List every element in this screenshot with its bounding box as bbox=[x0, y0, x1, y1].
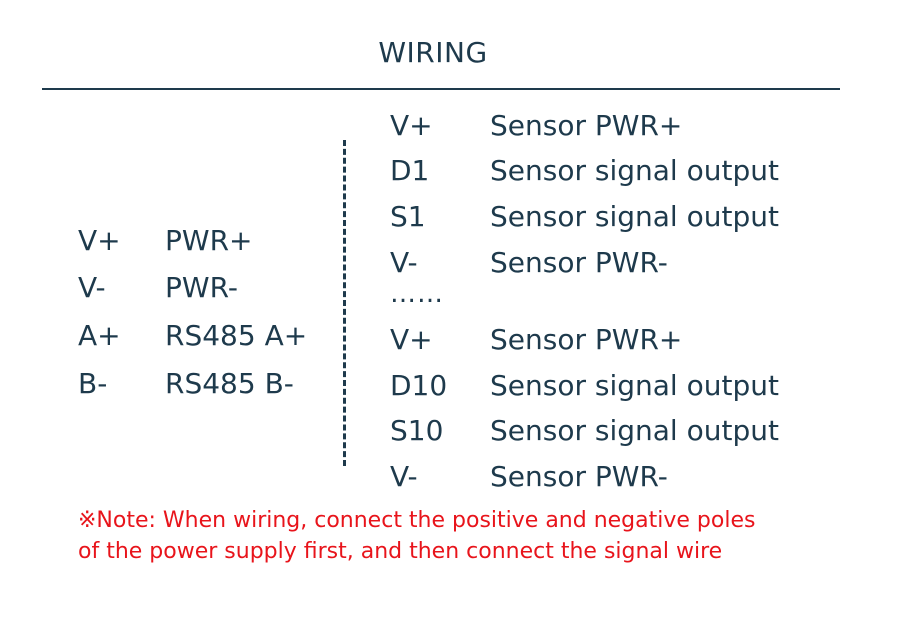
left-description-4: RS485 B- bbox=[165, 367, 294, 400]
left-description-1: PWR+ bbox=[165, 224, 253, 257]
right-terminal-5: V+ bbox=[390, 323, 433, 356]
right-terminal-7: S10 bbox=[390, 414, 444, 447]
left-description-2: PWR- bbox=[165, 271, 238, 304]
right-description-3: Sensor signal output bbox=[490, 200, 779, 233]
left-description-3: RS485 A+ bbox=[165, 319, 308, 352]
page-title: WIRING bbox=[378, 36, 488, 69]
left-terminal-4: B- bbox=[78, 367, 108, 400]
right-description-1: Sensor PWR+ bbox=[490, 109, 683, 142]
title-underline bbox=[42, 88, 840, 90]
right-description-6: Sensor signal output bbox=[490, 369, 779, 402]
right-description-2: Sensor signal output bbox=[490, 154, 779, 187]
ellipsis: …… bbox=[390, 279, 444, 309]
right-terminal-1: V+ bbox=[390, 109, 433, 142]
right-terminal-6: D10 bbox=[390, 369, 448, 402]
dashed-divider bbox=[343, 140, 346, 466]
right-terminal-8: V- bbox=[390, 460, 418, 493]
left-terminal-3: A+ bbox=[78, 319, 121, 352]
right-terminal-2: D1 bbox=[390, 154, 430, 187]
left-terminal-2: V- bbox=[78, 271, 106, 304]
left-terminal-1: V+ bbox=[78, 224, 121, 257]
wiring-note-line-1: ※Note: When wiring, connect the positive… bbox=[78, 508, 756, 533]
wiring-note-line-2: of the power supply first, and then conn… bbox=[78, 539, 723, 564]
right-terminal-4: V- bbox=[390, 246, 418, 279]
right-description-8: Sensor PWR- bbox=[490, 460, 668, 493]
right-description-7: Sensor signal output bbox=[490, 414, 779, 447]
wiring-note: ※Note: When wiring, connect the positive… bbox=[78, 505, 858, 567]
right-terminal-3: S1 bbox=[390, 200, 426, 233]
right-description-4: Sensor PWR- bbox=[490, 246, 668, 279]
right-description-5: Sensor PWR+ bbox=[490, 323, 683, 356]
